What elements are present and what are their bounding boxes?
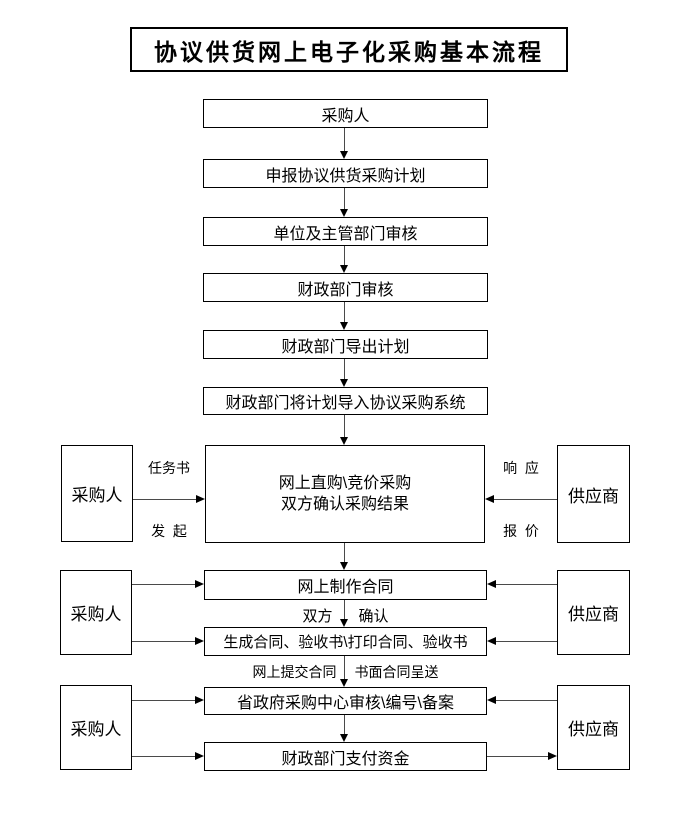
actor-purchaser-3: 采购人 <box>60 685 132 770</box>
actor-supplier-1: 供应商 <box>557 445 630 543</box>
arrow-down-icon <box>340 128 349 159</box>
flow-box-unit-review: 单位及主管部门审核 <box>203 217 488 246</box>
label-confirm-row: 双方 确认 <box>204 605 487 626</box>
arrow-down-icon <box>340 543 349 570</box>
arrow-down-icon <box>340 246 349 273</box>
arrow-right-icon <box>132 752 204 761</box>
arrow-right-icon <box>487 752 557 761</box>
arrow-right-icon <box>133 495 205 504</box>
arrow-right-icon <box>132 580 204 589</box>
arrow-right-icon <box>132 696 204 705</box>
actor-purchaser-2: 采购人 <box>60 570 132 655</box>
arrow-down-icon <box>340 188 349 217</box>
online-purchase-line1: 网上直购\竞价采购 <box>278 475 412 492</box>
actor-supplier-3: 供应商 <box>557 685 630 770</box>
flow-box-finance-export: 财政部门导出计划 <box>203 330 488 359</box>
arrow-left-icon <box>487 580 557 589</box>
arrow-down-icon <box>340 600 349 627</box>
flow-box-finance-pay: 财政部门支付资金 <box>204 742 487 771</box>
label-submit-paper: 书面合同呈送 <box>354 664 439 680</box>
arrow-left-icon <box>485 495 557 504</box>
flow-box-purchaser: 采购人 <box>203 99 488 128</box>
label-quote: 报 价 <box>503 523 539 539</box>
flow-box-make-contract: 网上制作合同 <box>204 570 487 600</box>
arrow-left-icon <box>487 696 557 705</box>
flow-box-center-review: 省政府采购中心审核\编号\备案 <box>204 687 487 715</box>
arrow-down-icon <box>340 415 349 445</box>
label-both-parties: 双方 <box>302 608 333 625</box>
label-initiate: 发 起 <box>151 523 187 539</box>
flow-box-finance-review: 财政部门审核 <box>203 273 488 302</box>
arrow-down-icon <box>340 302 349 330</box>
arrow-left-icon <box>487 637 557 646</box>
arrow-down-icon <box>340 359 349 387</box>
arrow-down-icon <box>340 656 349 687</box>
label-submit-online: 网上提交合同 <box>252 664 337 680</box>
actor-supplier-2: 供应商 <box>557 570 630 655</box>
flow-box-online-purchase: 网上直购\竞价采购 双方确认采购结果 <box>205 445 485 543</box>
actor-purchaser-1: 采购人 <box>61 445 133 542</box>
arrow-right-icon <box>132 637 204 646</box>
flow-box-finance-import: 财政部门将计划导入协议采购系统 <box>203 387 488 415</box>
label-task-book: 任务书 <box>148 460 190 476</box>
label-submit-row: 网上提交合同 书面合同呈送 <box>204 662 487 682</box>
flow-box-generate-contract: 生成合同、验收书\打印合同、验收书 <box>204 627 487 656</box>
title-box: 协议供货网上电子化采购基本流程 <box>130 27 568 72</box>
page-title: 协议供货网上电子化采购基本流程 <box>154 38 544 65</box>
arrow-down-icon <box>340 714 349 742</box>
label-respond: 响 应 <box>503 460 539 476</box>
flow-box-declare-plan: 申报协议供货采购计划 <box>203 159 488 188</box>
online-purchase-line2: 双方确认采购结果 <box>280 496 409 513</box>
label-confirm: 确认 <box>358 608 389 625</box>
